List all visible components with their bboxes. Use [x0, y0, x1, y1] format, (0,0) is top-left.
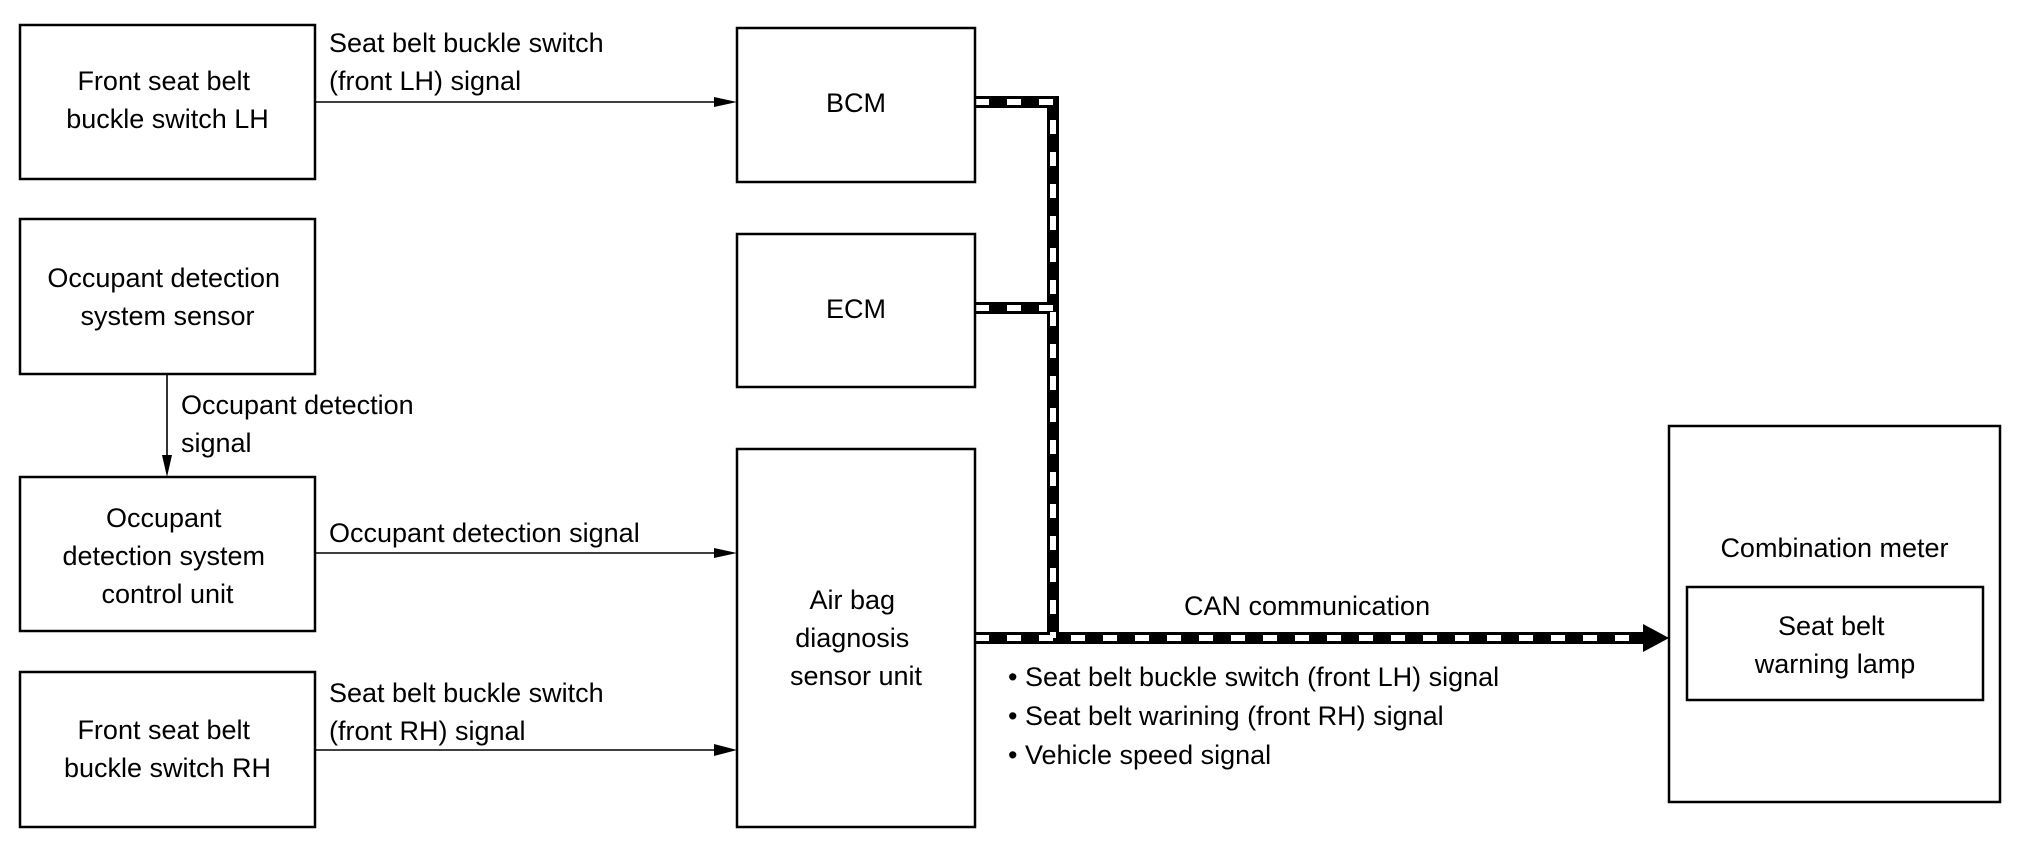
svg-text:Occupant detection syste: Occupant detection system sensor: [47, 263, 287, 331]
svg-text:Air bag diagnosis: Air bag diagnosis sensor unit: [790, 585, 923, 691]
arrowhead-icon: [714, 97, 737, 107]
node-occupant-detection-sensor: Occupant detection system sensor: [18, 217, 317, 376]
signal-control-to-airbag: Occupant detection signal: [315, 518, 737, 558]
svg-text:Occupant detection signa: Occupant detection signal: [181, 390, 421, 458]
signal-label-line: Seat belt buckle switch: [329, 28, 604, 58]
node-label-line: Front seat belt: [77, 66, 250, 96]
node-label-line: warning lamp: [1754, 649, 1916, 679]
node-label-line: buckle switch LH: [66, 104, 269, 134]
signal-sensor-to-control: Occupant detection signal: [162, 374, 421, 477]
can-message-item: • Seat belt warining (front RH) signal: [1008, 701, 1444, 731]
signal-label-line: Occupant detection: [181, 390, 414, 420]
node-occupant-detection-control-unit: Occupant detection system control unit: [18, 475, 317, 633]
can-bus: [975, 96, 1669, 652]
node-label-line: buckle switch RH: [64, 753, 271, 783]
svg-text:Front seat belt buckle s: Front seat belt buckle switch LH: [66, 66, 269, 134]
svg-text:Seat belt warning lamp: Seat belt warning lamp: [1754, 611, 1916, 679]
node-seat-belt-warning-lamp: Seat belt warning lamp: [1685, 585, 1985, 702]
node-buckle-switch-rh: Front seat belt buckle switch RH: [18, 670, 317, 829]
can-bus-trunk: [975, 96, 1645, 644]
node-bcm: BCM: [735, 26, 977, 184]
signal-label-line: (front LH) signal: [329, 66, 521, 96]
node-buckle-switch-lh: Front seat belt buckle switch LH: [18, 23, 317, 181]
signal-label-line: Seat belt buckle switch: [329, 678, 604, 708]
arrowhead-icon: [714, 548, 737, 558]
node-label-line: BCM: [826, 88, 886, 118]
node-label-line: diagnosis: [795, 623, 909, 653]
signal-rh-to-airbag: Seat belt buckle switch (front RH) signa…: [315, 678, 737, 756]
node-ecm: ECM: [735, 232, 977, 389]
svg-text:Seat belt buckle switch: Seat belt buckle switch (front RH) signa…: [329, 678, 611, 746]
can-message-item: • Vehicle speed signal: [1008, 740, 1271, 770]
node-label-line: Occupant: [106, 503, 222, 533]
can-communication-label: CAN communication: [1184, 591, 1430, 621]
node-airbag-diagnosis-sensor-unit: Air bag diagnosis sensor unit: [735, 447, 977, 829]
combination-meter-label: Combination meter: [1720, 533, 1948, 563]
node-label-line: detection system: [62, 541, 265, 571]
can-bus-trunk-pattern: [975, 99, 1645, 641]
can-message-item: • Seat belt buckle switch (front LH) sig…: [1008, 662, 1499, 692]
svg-text:Occupant detection syste: Occupant detection system control unit: [62, 503, 272, 609]
node-label-line: system sensor: [80, 301, 254, 331]
node-label-line: Air bag: [809, 585, 895, 615]
can-arrowhead: [1643, 624, 1669, 652]
node-label-line: Seat belt: [1778, 611, 1885, 641]
can-message-list: • Seat belt buckle switch (front LH) sig…: [1008, 662, 1499, 770]
node-label-line: Front seat belt: [77, 715, 250, 745]
signal-label-line: Occupant detection signal: [329, 518, 640, 548]
node-label-line: sensor unit: [790, 661, 923, 691]
node-label-line: ECM: [826, 294, 886, 324]
svg-text:Front seat belt buckle s: Front seat belt buckle switch RH: [64, 715, 271, 783]
signal-label-line: (front RH) signal: [329, 716, 526, 746]
node-label-line: Occupant detection: [47, 263, 280, 293]
node-label-line: control unit: [101, 579, 234, 609]
signal-label-line: signal: [181, 428, 252, 458]
arrowhead-icon: [162, 455, 172, 477]
signal-lh-to-bcm: Seat belt buckle switch (front LH) signa…: [315, 28, 737, 107]
arrowhead-icon: [714, 744, 737, 756]
node-combination-meter: Combination meter Seat belt warning lamp: [1667, 424, 2002, 804]
svg-text:Seat belt buckle switch: Seat belt buckle switch (front LH) signa…: [329, 28, 611, 96]
